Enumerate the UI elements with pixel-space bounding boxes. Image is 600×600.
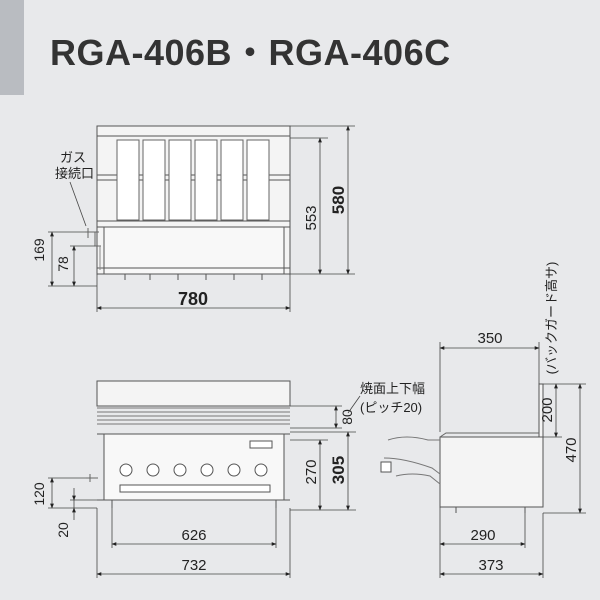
dim-350 xyxy=(439,342,540,432)
grill-label-line2: (ピッチ20) xyxy=(360,400,422,415)
label-290: 290 xyxy=(470,527,495,544)
side-view-unit xyxy=(380,383,544,513)
control-knobs xyxy=(119,463,268,477)
label-200: 200 xyxy=(539,397,556,422)
dim-780 xyxy=(96,274,291,312)
label-553: 553 xyxy=(303,205,320,230)
grill-leader-line xyxy=(347,395,361,414)
burner-columns xyxy=(116,139,270,221)
dim-305 xyxy=(290,431,356,511)
dim-580 xyxy=(290,125,355,275)
label-120: 120 xyxy=(31,482,47,506)
dim-373 xyxy=(439,513,544,578)
title-accent-bar xyxy=(0,0,24,95)
dim-78 xyxy=(70,245,95,287)
backguard-label: (バックガード高サ) xyxy=(544,262,559,375)
dim-626 xyxy=(111,508,277,548)
dim-470 xyxy=(543,383,586,514)
grill-label-line1: 焼面上下幅 xyxy=(360,381,425,396)
dim-290 xyxy=(439,507,526,578)
label-305: 305 xyxy=(329,456,348,484)
label-78: 78 xyxy=(55,256,71,272)
label-580: 580 xyxy=(329,186,348,214)
dim-80 xyxy=(290,405,342,429)
page-title: RGA-406B・RGA-406C xyxy=(50,32,451,73)
dim-732 xyxy=(96,508,291,578)
label-169: 169 xyxy=(31,238,47,262)
dim-120 xyxy=(48,477,97,509)
feet-top-view xyxy=(124,274,263,280)
label-350: 350 xyxy=(477,330,502,347)
top-view-unit xyxy=(85,125,291,280)
label-626: 626 xyxy=(181,527,206,544)
label-470: 470 xyxy=(563,437,580,462)
dim-553 xyxy=(290,137,355,275)
front-view-unit xyxy=(86,380,291,508)
label-732: 732 xyxy=(181,557,206,574)
label-80: 80 xyxy=(339,409,355,425)
gas-leader-line xyxy=(69,181,87,227)
label-373: 373 xyxy=(478,557,503,574)
dim-270 xyxy=(290,439,356,511)
grill-slats xyxy=(97,407,290,425)
label-20: 20 xyxy=(55,522,71,538)
label-780: 780 xyxy=(178,289,208,309)
gas-label-line2: 接続口 xyxy=(55,166,94,181)
dim-20 xyxy=(70,488,97,520)
label-270: 270 xyxy=(303,459,320,484)
gas-label-line1: ガス xyxy=(60,150,86,165)
